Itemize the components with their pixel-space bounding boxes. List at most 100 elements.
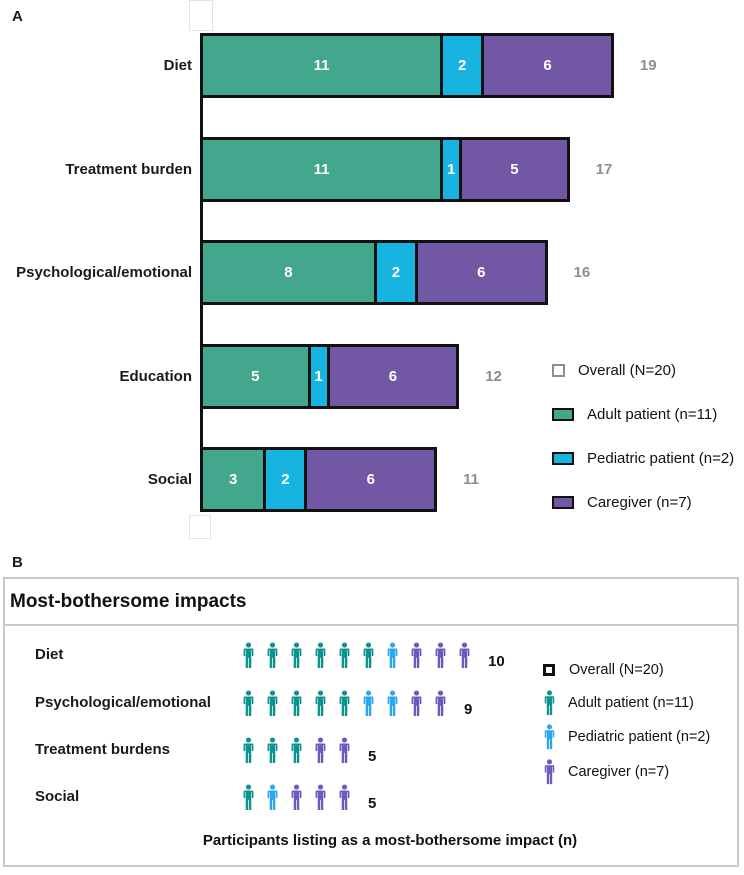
person-icon [243,784,254,811]
stacked-bar: 8 2 6 [200,240,548,305]
legend-item-overall: Overall (N=20) [552,360,676,380]
bar-segment-caregiver: 5 [459,136,570,202]
person-icon [339,690,350,717]
bar-total-label: 19 [639,57,657,74]
person-icon [544,724,555,750]
segment-value: 2 [281,471,290,488]
pictogram-axis-caption: Participants listing as a most-bothersom… [202,832,578,849]
segment-value: 5 [510,160,519,178]
pictogram-count: 5 [368,748,377,765]
panel-a-label: A [12,8,23,25]
pictogram-category-label: Social [35,788,80,805]
segment-value: 6 [477,264,486,281]
pictogram-count: 10 [488,653,505,670]
segment-value: 1 [446,160,456,178]
segment-value: 2 [391,264,401,281]
panel-b-label: B [12,554,23,571]
person-icon [363,690,374,717]
overall-bar-artifact-bottom [189,515,211,539]
bar-segment-adult: 11 [200,33,444,98]
category-label: Diet [163,57,192,74]
legend-item-overall: Overall (N=20) [543,657,664,683]
bar-total-label: 11 [463,471,479,488]
person-icon [435,690,446,717]
legend-label: Overall (N=20) [569,662,664,678]
legend-item-caregiver: Caregiver (n=7) [552,492,692,512]
legend-item-pediatric: Pediatric patient (n=2) [552,448,734,468]
person-icon [267,690,278,717]
pictogram-row: 10 [242,641,505,669]
person-icon [291,690,302,717]
legend-label: Adult patient (n=11) [568,695,694,711]
legend-item-adult: Adult patient (n=11) [543,690,694,716]
overall-outline-swatch [552,363,565,377]
segment-value: 11 [313,160,330,178]
stacked-bar: 11 2 6 [200,33,614,98]
bar-segment-caregiver: 6 [326,343,460,409]
person-icon [459,642,470,669]
legend-label: Adult patient (n=11) [587,405,718,423]
caregiver-person-icon [543,759,556,785]
bar-segment-pediatric: 2 [440,33,485,98]
bar-segment-caregiver: 6 [481,33,614,98]
caregiver-color-swatch [552,495,574,509]
pictogram-category-label: Diet [35,646,64,663]
segment-value: 6 [388,367,398,385]
bar-total-label: 12 [485,367,502,385]
person-icon [339,737,350,764]
pictogram-row: 5 [242,736,376,764]
person-icon [243,737,254,764]
bar-segment-caregiver: 6 [304,447,438,512]
person-icon [339,784,350,811]
segment-value: 1 [314,367,323,385]
person-icon [411,690,422,717]
segment-value: 6 [543,57,552,74]
bar-total-label: 17 [595,160,613,178]
legend-label: Caregiver (n=7) [587,493,692,511]
legend-label: Pediatric patient (n=2) [568,729,711,745]
bar-segment-pediatric: 2 [263,447,308,512]
overall-bar-artifact-top [189,0,213,31]
person-icon [267,642,278,669]
person-icon [291,737,302,764]
bar-segment-pediatric: 2 [373,240,418,305]
person-icon [267,737,278,764]
pictogram-row: 5 [242,783,376,811]
category-label: Treatment burden [65,160,192,178]
person-icon [243,690,254,717]
legend-label: Caregiver (n=7) [568,764,670,780]
person-icon [315,737,326,764]
person-icon [387,642,398,669]
category-label: Social [147,471,192,488]
pictogram-category-label: Psychological/emotional [35,694,211,711]
pediatric-color-swatch [552,451,574,465]
legend-item-caregiver: Caregiver (n=7) [543,759,669,785]
bar-segment-adult: 5 [200,343,311,409]
segment-value: 11 [313,57,330,74]
bar-segment-adult: 8 [200,240,377,305]
person-icon [544,690,555,716]
person-icon [363,642,374,669]
panel-b-box: Most-bothersome impacts [3,577,739,867]
person-icon [387,690,398,717]
person-icon [544,759,555,785]
bar-total-label: 16 [573,264,591,281]
person-icon [291,642,302,669]
pediatric-person-icon [543,724,556,750]
segment-value: 8 [284,264,293,281]
pictogram-row: 9 [242,689,472,717]
category-label: Education [119,367,192,385]
category-label: Psychological/emotional [16,264,192,281]
bar-segment-adult: 11 [200,136,444,202]
person-icon [315,690,326,717]
person-icon [243,642,254,669]
person-icon [435,642,446,669]
legend-label: Pediatric patient (n=2) [587,449,735,467]
pictogram-count: 5 [368,795,377,812]
adult-color-swatch [552,407,574,421]
person-icon [315,642,326,669]
person-icon [315,784,326,811]
person-icon [291,784,302,811]
